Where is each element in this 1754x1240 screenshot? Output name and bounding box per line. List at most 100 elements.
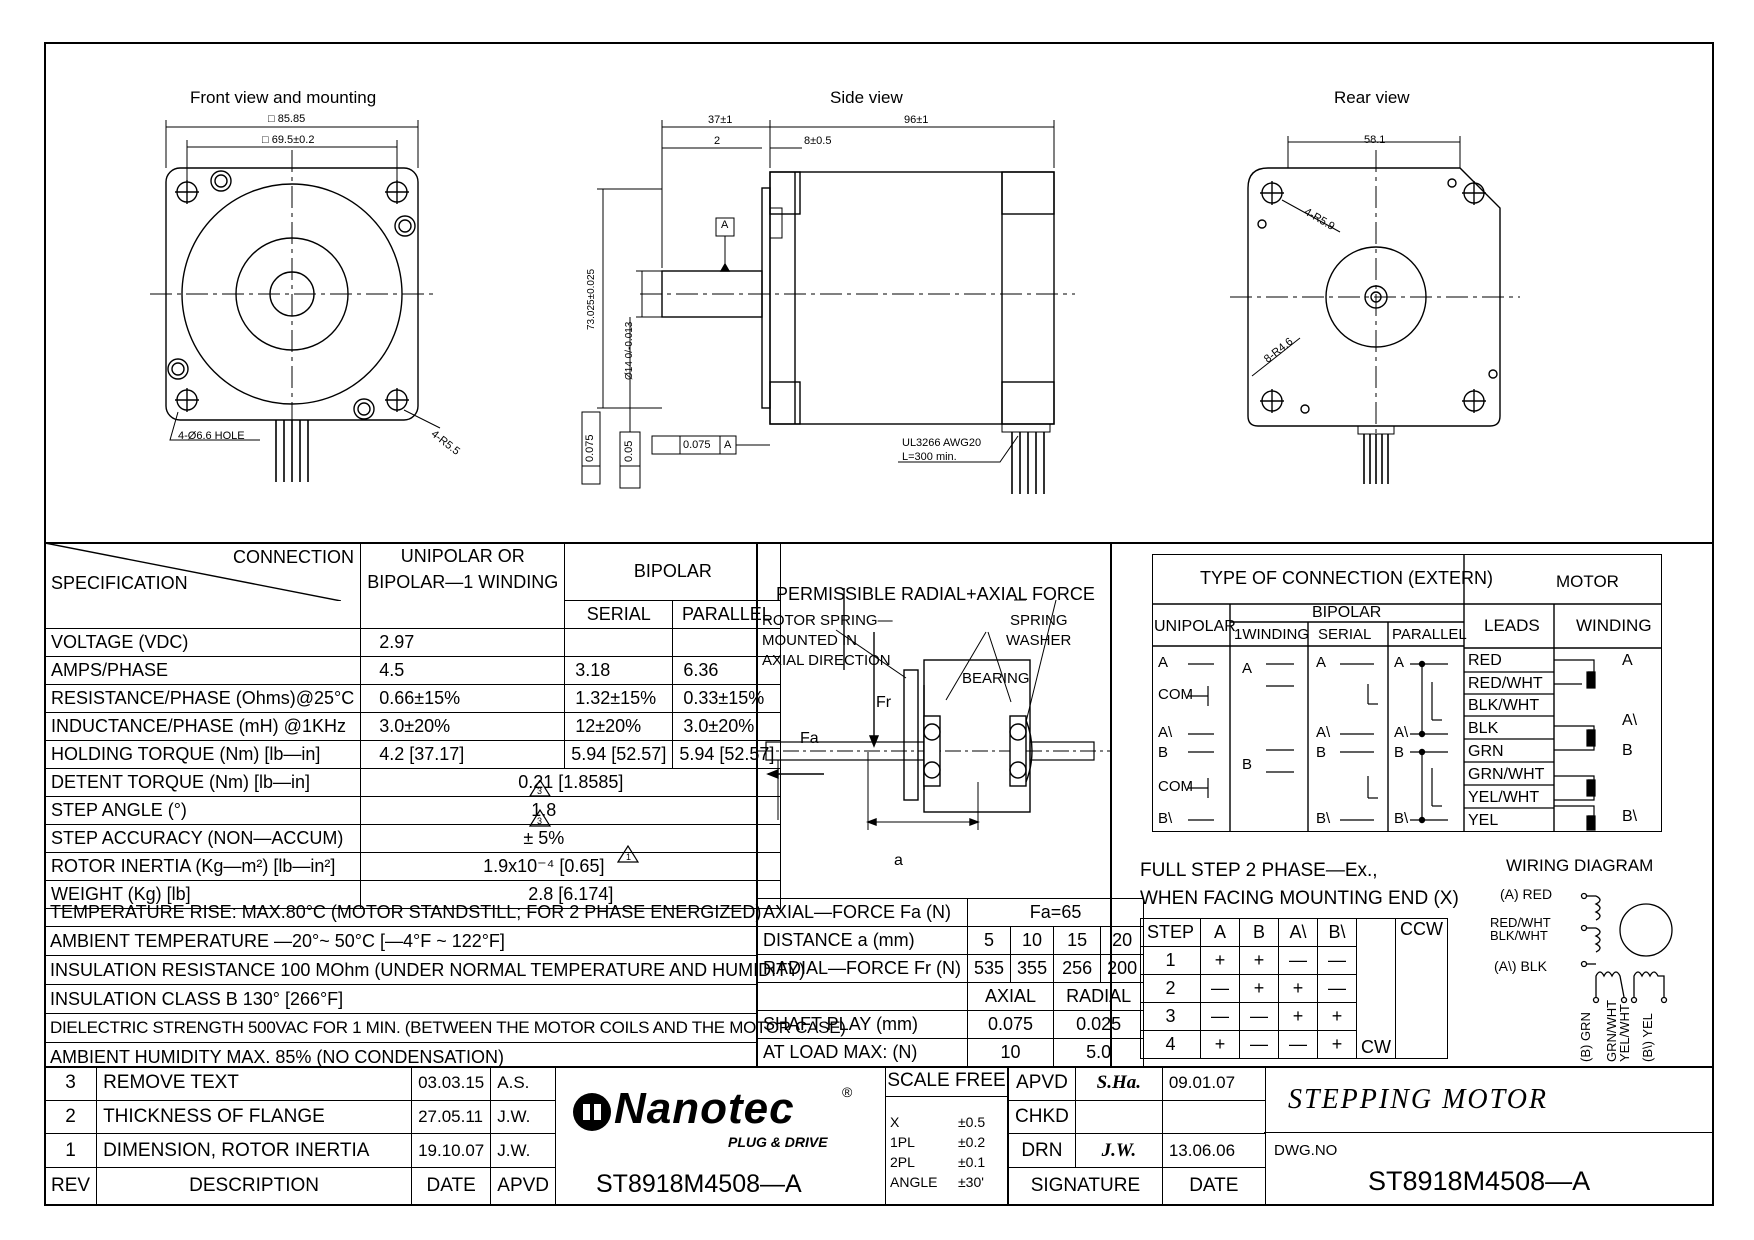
cable-length: L=300 min.	[902, 451, 957, 463]
spec-row: STEP ANGLE (°)1.8	[43, 796, 782, 825]
connection-table	[1152, 554, 1662, 832]
side-view-title: Side view	[830, 88, 903, 107]
col-winding: WINDING	[1576, 616, 1652, 635]
force-spring: SPRING	[1010, 612, 1068, 629]
rev-date: 27.05.11	[411, 1099, 492, 1135]
step-cell: —	[1317, 974, 1358, 1003]
step-cell: +	[1239, 974, 1280, 1003]
step-header: A	[1200, 918, 1241, 947]
brand-slogan: PLUG & DRIVE	[728, 1134, 828, 1150]
uni-pin: B	[1158, 744, 1169, 761]
caution-marks: 3 3 1	[528, 780, 640, 863]
title-area: STEPPING MOTOR DWG.NO ST8918M4508—A	[1264, 1066, 1714, 1206]
note-temperature-rise: TEMPERATURE RISE: MAX.80°C (MOTOR STANDS…	[44, 898, 761, 927]
connection-grid	[1152, 554, 1662, 832]
drn-date: 13.06.06	[1161, 1133, 1266, 1168]
step-cell: —	[1278, 1030, 1319, 1059]
at-load-label: AT LOAD MAX: (N)	[756, 1038, 968, 1067]
rev-header-desc: DESCRIPTION	[96, 1166, 413, 1207]
spec-label: RESISTANCE/PHASE (Ohms)@25°C	[43, 684, 362, 713]
tol-value: ±30'	[958, 1174, 984, 1190]
lead-color: BLK/WHT	[1468, 697, 1540, 714]
rev-number: 3	[43, 1066, 98, 1101]
spec-header-cell: CONNECTION SPECIFICATION	[43, 542, 362, 629]
tol-concentric: 0.075	[584, 434, 596, 462]
step-row: 4+——+	[1139, 1030, 1448, 1059]
distance-value: 15	[1053, 926, 1102, 955]
spec-label: HOLDING TORQUE (Nm) [lb—in]	[43, 740, 362, 769]
front-hole-label: 4-Ø6.6 HOLE	[178, 430, 245, 442]
step-header: STEP	[1139, 918, 1202, 947]
note-ambient-temp: AMBIENT TEMPERATURE —20°~ 50°C [—4°F ~ 1…	[44, 927, 756, 956]
radial-value: 256	[1053, 954, 1102, 983]
step-cell: —	[1239, 1030, 1280, 1059]
date-header: DATE	[1161, 1166, 1266, 1207]
radial-value: 535	[966, 954, 1012, 983]
rev-desc: REMOVE TEXT	[96, 1066, 413, 1101]
radial-header: RADIAL	[1053, 982, 1145, 1011]
force-title: PERMISSIBLE RADIAL+AXIAL FORCE	[776, 584, 1095, 604]
rev-desc: DIMENSION, ROTOR INERTIA	[96, 1133, 413, 1168]
side-dim-8: 8±0.5	[804, 135, 832, 147]
scale-block: SCALE FREE X ±0.5 1PL ±0.2 2PL ±0.1 ANGL…	[886, 1066, 1008, 1206]
drn-signature: J.W.	[1074, 1133, 1163, 1168]
spec-value: 1.9x10⁻⁴ [0.65]	[360, 852, 782, 881]
rear-housing	[1247, 167, 1501, 427]
spec-label: AMPS/PHASE	[43, 656, 362, 685]
motor-title: MOTOR	[1556, 572, 1619, 591]
step-cell: +	[1317, 1002, 1358, 1031]
rev-apvd: J.W.	[490, 1133, 557, 1168]
load-radial: 5.0	[1053, 1038, 1145, 1067]
step-caption-1: FULL STEP 2 PHASE—Ex.,	[1140, 860, 1378, 881]
spec-label: ROTOR INERTIA (Kg—m²) [lb—in²]	[43, 852, 362, 881]
wiring-title: WIRING DIAGRAM	[1506, 856, 1654, 875]
serial-b-bar: B\	[1316, 810, 1331, 827]
wiring-b-yel: (B\) YEL	[1640, 1013, 1655, 1062]
lead-color: GRN/WHT	[1468, 766, 1545, 783]
revision-row: 2 THICKNESS OF FLANGE 27.05.11 J.W.	[43, 1099, 557, 1135]
chkd-label: CHKD	[1008, 1099, 1076, 1135]
shaft-header-diag	[756, 982, 968, 1011]
rear-dim-58: 58.1	[1364, 134, 1386, 146]
spec-uni: 4.5	[360, 656, 566, 685]
side-dim-37: 37±1	[708, 114, 733, 126]
spec-ser: 3.18	[564, 656, 674, 685]
parallel-b-bar: B\	[1394, 810, 1409, 827]
spec-ser	[564, 628, 674, 657]
title-divider	[1264, 1132, 1714, 1133]
spec-label: STEP ANGLE (°)	[43, 796, 362, 825]
caution-mark: 1	[626, 852, 631, 862]
radial-value: 200	[1100, 954, 1145, 983]
note-humidity: AMBIENT HUMIDITY MAX. 85% (NO CONDENSATI…	[50, 1047, 505, 1067]
spec-value: ± 5%	[360, 824, 782, 853]
col-bipolar: BIPOLAR	[1312, 604, 1382, 621]
step-cell: +	[1200, 946, 1241, 975]
winding-label: A\	[1622, 712, 1638, 729]
rev-apvd: A.S.	[490, 1066, 557, 1101]
tol-value: ±0.5	[958, 1114, 986, 1130]
spec-row: ROTOR INERTIA (Kg—m²) [lb—in²]1.9x10⁻⁴ […	[43, 852, 782, 881]
lead-color: YEL	[1468, 812, 1499, 829]
spec-label: VOLTAGE (VDC)	[43, 628, 362, 657]
step-cell: —	[1317, 946, 1358, 975]
parallel-b: B	[1394, 744, 1405, 761]
col-serial: SERIAL	[1318, 626, 1372, 643]
spec-uni: 3.0±20%	[360, 712, 566, 741]
header-parallel: PARALLEL	[672, 600, 782, 629]
col-1winding: 1WINDING	[1234, 626, 1309, 643]
tol-ref: A	[724, 439, 732, 451]
force-a: a	[894, 852, 903, 869]
step-cell: +	[1317, 1030, 1358, 1059]
spec-par: 0.33±15%	[672, 684, 782, 713]
spec-ser: 1.32±15%	[564, 684, 674, 713]
wiring-blk-wht: BLK/WHT	[1490, 928, 1548, 943]
spec-value: 2.8 [6.174]	[360, 880, 782, 909]
lead-color: RED/WHT	[1468, 675, 1543, 692]
spec-row: DETENT TORQUE (Nm) [lb—in]0.21 [1.8585]	[43, 768, 782, 797]
spec-row: HOLDING TORQUE (Nm) [lb—in]4.2 [37.17]5.…	[43, 740, 782, 769]
step-row: 3——++	[1139, 1002, 1448, 1031]
drawing-title: STEPPING MOTOR	[1288, 1084, 1549, 1115]
step-caption-2: WHEN FACING MOUNTING END (X)	[1140, 888, 1459, 909]
cable-spec: UL3266 AWG20	[902, 437, 982, 449]
brand-name: Nanotec	[614, 1084, 795, 1133]
